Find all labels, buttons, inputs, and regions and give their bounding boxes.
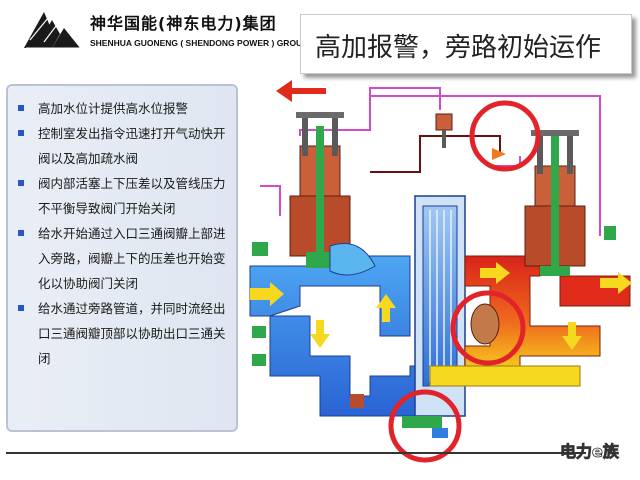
bullet-text: 给水通过旁路管道，并同时流经出口三通阀瓣顶部以协助出口三通关闭 [38, 301, 226, 366]
inlet-three-way-valve [290, 112, 375, 275]
bullet-item: 给水通过旁路管道，并同时流经出口三通阀瓣顶部以协助出口三通关闭 [18, 296, 230, 371]
bullet-text: 阀内部活塞上下压差以及管线压力不平衡导致阀门开始关闭 [38, 176, 226, 216]
company-name-cn: 神华国能(神东电力)集团 [90, 10, 277, 34]
bullet-square-icon [18, 130, 24, 136]
bypass-system-diagram [240, 76, 640, 466]
bullet-list: 高加水位计提供高水位报警 控制室发出指令迅速打开气动快开阀以及高加疏水阀 阀内部… [8, 86, 236, 371]
footer-rule [6, 452, 586, 454]
bullet-panel: 高加水位计提供高水位报警 控制室发出指令迅速打开气动快开阀以及高加疏水阀 阀内部… [6, 84, 238, 432]
bullet-text: 高加水位计提供高水位报警 [38, 101, 188, 116]
watermark-text: 电力e族 [560, 438, 619, 462]
title-box: 高加报警，旁路初始运作 [300, 14, 632, 74]
bullet-text: 给水开始通过入口三通阀瓣上部进入旁路，阀瓣上下的压差也开始变化以协助阀门关闭 [38, 226, 226, 291]
bullet-text: 控制室发出指令迅速打开气动快开阀以及高加疏水阀 [38, 126, 226, 166]
arrow-down-icon [310, 320, 330, 348]
page-title: 高加报警，旁路初始运作 [315, 27, 601, 64]
logo-mark-icon [22, 6, 82, 50]
company-name-en: SHENHUA GUONENG ( SHENDONG POWER ) GROUP [90, 38, 308, 48]
bullet-item: 阀内部活塞上下压差以及管线压力不平衡导致阀门开始关闭 [18, 171, 230, 221]
bullet-square-icon [18, 305, 24, 311]
bullet-square-icon [18, 180, 24, 186]
bullet-square-icon [18, 230, 24, 236]
water-piping [250, 256, 430, 416]
arrow-left-icon [276, 80, 326, 102]
bullet-square-icon [18, 105, 24, 111]
bullet-item: 给水开始通过入口三通阀瓣上部进入旁路，阀瓣上下的压差也开始变化以协助阀门关闭 [18, 221, 230, 296]
bullet-item: 控制室发出指令迅速打开气动快开阀以及高加疏水阀 [18, 121, 230, 171]
bullet-item: 高加水位计提供高水位报警 [18, 96, 230, 121]
